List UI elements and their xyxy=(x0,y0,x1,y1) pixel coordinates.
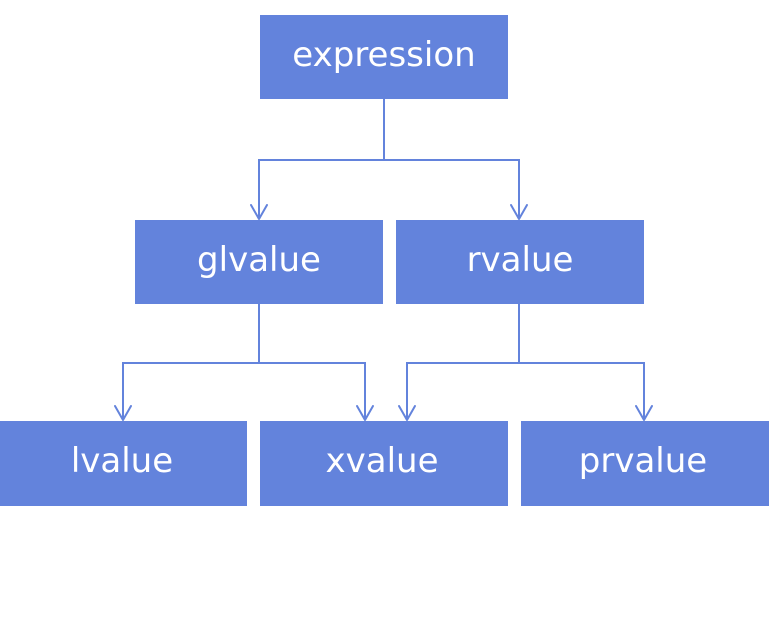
node-prvalue-label: prvalue xyxy=(579,441,707,481)
node-xvalue-label: xvalue xyxy=(326,441,439,481)
edge-rvalue-xvalue xyxy=(406,304,520,420)
arrowhead-glvalue xyxy=(250,204,268,220)
node-expression-label: expression xyxy=(292,35,475,75)
arrowhead-prvalue xyxy=(635,405,653,421)
edge-glvalue-lvalue xyxy=(122,304,260,420)
arrowhead-lvalue xyxy=(114,405,132,421)
arrowhead-rvalue xyxy=(510,204,528,220)
arrowhead-xvalue-right xyxy=(398,405,416,421)
edge-expression-rvalue xyxy=(384,159,520,219)
node-glvalue-label: glvalue xyxy=(197,240,321,280)
node-xvalue: xvalue xyxy=(260,421,508,506)
node-lvalue-label: lvalue xyxy=(71,441,173,481)
node-prvalue: prvalue xyxy=(521,421,769,506)
node-expression: expression xyxy=(260,15,508,99)
node-rvalue: rvalue xyxy=(396,220,644,304)
edge-expression-glvalue xyxy=(258,99,385,219)
node-rvalue-label: rvalue xyxy=(467,240,574,280)
arrowhead-xvalue-left xyxy=(356,405,374,421)
edge-rvalue-prvalue xyxy=(519,362,645,420)
edge-glvalue-xvalue xyxy=(259,362,366,420)
connectors xyxy=(114,99,653,421)
node-glvalue: glvalue xyxy=(135,220,383,304)
node-lvalue: lvalue xyxy=(0,421,247,506)
